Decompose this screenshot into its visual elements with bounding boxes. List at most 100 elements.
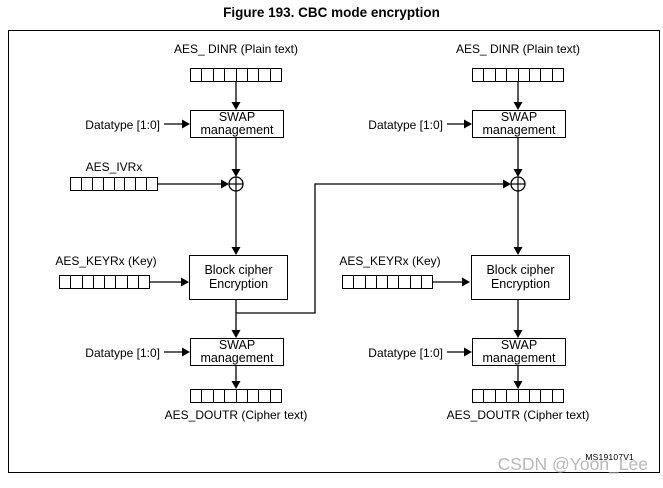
aes-keyr-label-1: AES_KEYRx (Key) [55,254,157,268]
register-cell [83,276,94,288]
aes-keyr-register-1 [59,275,150,289]
aes-keyr-label-2: AES_KEYRx (Key) [339,254,441,268]
wire-dinr-to-swap-2 [513,82,523,110]
register-cell [71,178,82,190]
aes-doutr-register-1 [190,389,282,403]
register-cell [399,276,411,288]
register-cell [225,390,237,402]
register-cell [271,390,281,402]
aes-doutr-register-2 [472,389,564,403]
register-cell [259,390,271,402]
register-cell [496,390,508,402]
register-cell [248,69,260,81]
aes-ivr-register [70,177,158,191]
swap-management-box-bottom-2: SWAP management [472,338,566,366]
wire-keyr-to-cipher-2 [433,277,470,287]
register-cell [259,69,271,81]
figure-title: Figure 193. CBC mode encryption [223,5,440,20]
register-cell [366,276,377,288]
wire-dinr-to-swap-1 [231,82,241,110]
register-cell [202,69,214,81]
register-cell [214,390,226,402]
register-cell [237,390,248,402]
aes-doutr-label-1: AES_DOUTR (Cipher text) [164,408,308,422]
swap-box-line1: SWAP [218,109,256,124]
register-cell [473,390,485,402]
register-cell [116,276,128,288]
register-cell [225,69,237,81]
register-cell [139,276,149,288]
register-cell [484,69,496,81]
wire-swap-to-doutr-1 [231,366,241,389]
register-cell [553,390,563,402]
register-cell [377,276,388,288]
register-cell [60,276,72,288]
aes-keyr-register-2 [342,275,433,289]
datatype-label-bottom-1: Datatype [1:0] [85,346,160,360]
register-cell [128,276,139,288]
register-cell [388,276,400,288]
register-cell [125,178,137,190]
wire-datatype-top-1 [164,119,190,129]
aes-ivr-label: AES_IVRx [85,160,143,174]
register-cell [93,178,104,190]
aes-dinr-label-2: AES_ DINR (Plain text) [455,42,581,56]
swap-box-line2: management [200,123,274,137]
aes-dinr-label-1: AES_ DINR (Plain text) [173,42,299,56]
register-cell [507,390,519,402]
block-cipher-line1: Block cipher [486,263,555,277]
register-cell [237,69,248,81]
register-cell [411,276,422,288]
register-cell [354,276,366,288]
wire-cbc-feedback [236,179,511,314]
register-cell [530,69,542,81]
datatype-label-bottom-2: Datatype [1:0] [368,346,443,360]
csdn-watermark: CSDN @Yoon_Lee [497,454,648,474]
wire-xor-to-cipher-1 [231,191,241,255]
swap-box-line2: management [482,351,556,365]
xor-node-1 [228,176,244,192]
register-cell [519,390,530,402]
wire-keyr-to-cipher-1 [150,277,189,287]
register-cell [104,178,115,190]
register-cell [71,276,83,288]
register-cell [422,276,432,288]
register-cell [541,390,553,402]
register-cell [82,178,93,190]
register-cell [343,276,355,288]
register-cell [105,276,117,288]
aes-dinr-register-2 [472,68,564,82]
register-cell [519,69,530,81]
wire-cipher-to-swap-2 [513,300,523,338]
register-cell [147,178,157,190]
register-cell [541,69,553,81]
register-cell [530,390,542,402]
wire-swap-to-doutr-2 [513,366,523,389]
aes-doutr-label-2: AES_DOUTR (Cipher text) [446,408,590,422]
register-cell [271,69,281,81]
datatype-label-top-1: Datatype [1:0] [85,118,160,132]
swap-box-line2: management [482,123,556,137]
swap-box-line2: management [200,351,274,365]
register-cell [484,390,496,402]
register-cell [136,178,148,190]
block-cipher-line2: Encryption [208,276,269,291]
block-cipher-box-1: Block cipher Encryption [189,255,288,300]
swap-management-box-top-1: SWAP management [190,110,284,138]
swap-box-line1: SWAP [218,337,256,352]
wire-ivr-to-xor [158,179,229,189]
swap-management-box-bottom-1: SWAP management [190,338,284,366]
register-cell [248,390,260,402]
wire-datatype-top-2 [447,119,472,129]
register-cell [473,69,485,81]
wire-datatype-bottom-2 [447,347,472,357]
figure-reference-code: MS19107V1 [585,452,634,462]
register-cell [507,69,519,81]
xor-node-2 [510,176,526,192]
swap-box-line1: SWAP [500,337,538,352]
register-cell [214,69,226,81]
aes-dinr-register-1 [190,68,282,82]
swap-management-box-top-2: SWAP management [472,110,566,138]
